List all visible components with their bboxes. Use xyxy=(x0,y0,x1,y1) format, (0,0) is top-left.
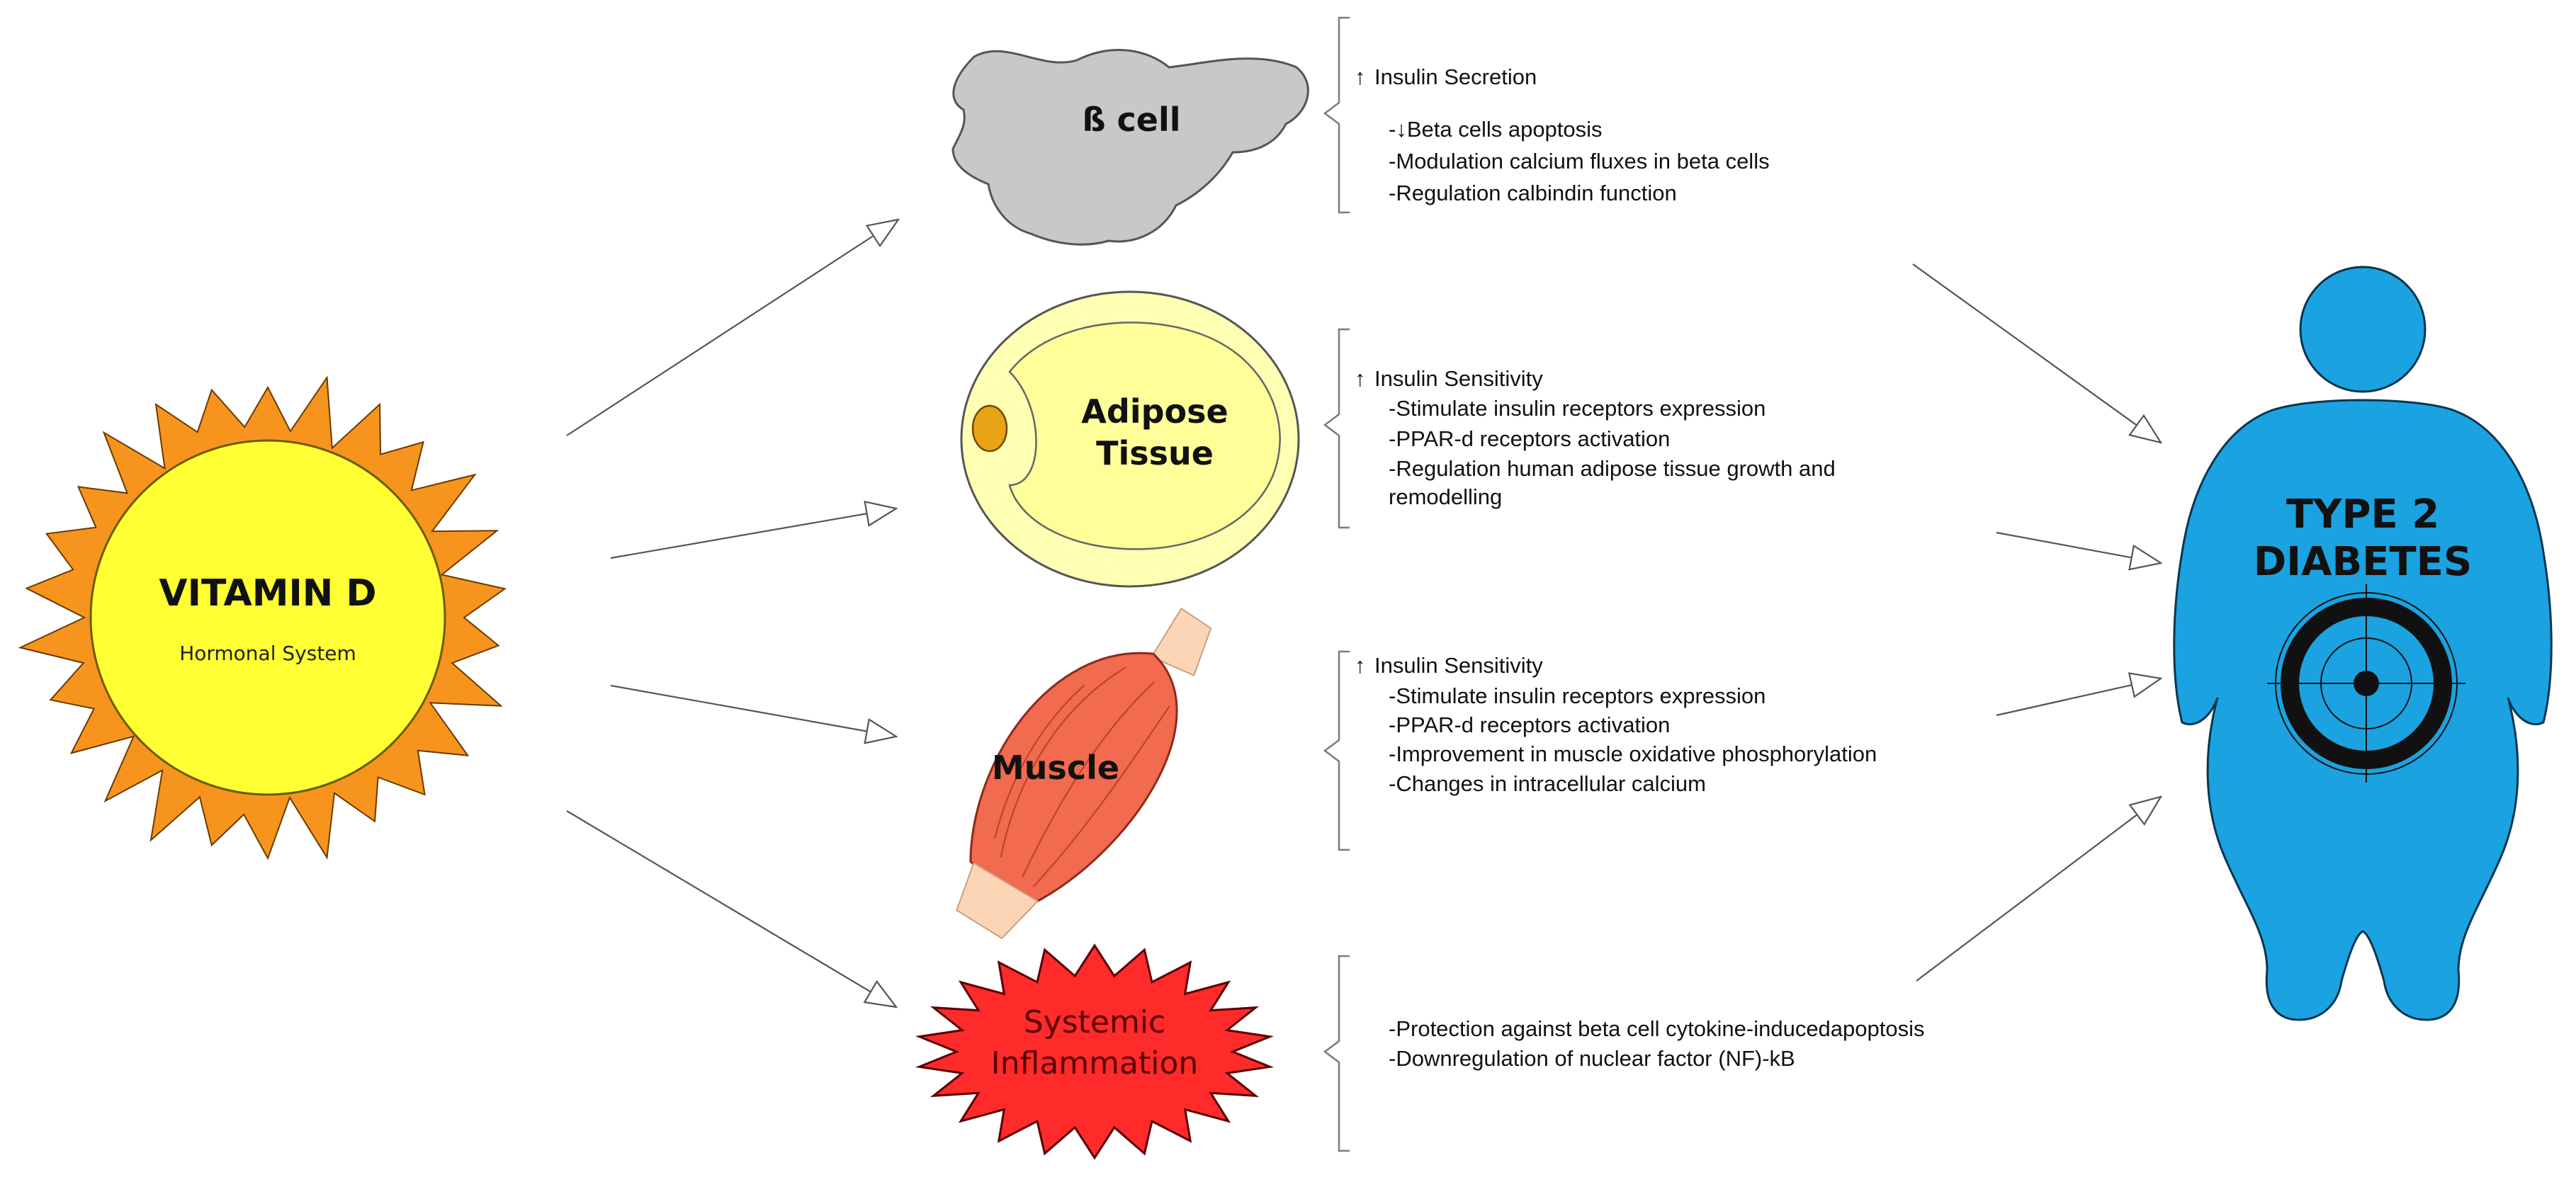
fat-cell-nucleus xyxy=(971,404,1008,453)
muscle-heading-arrow: ↑ xyxy=(1355,653,1366,678)
info-muscle: ↑ Insulin Sensitivity -Stimulate insulin… xyxy=(1355,653,1877,796)
arrow-muscle-to-diabetes xyxy=(1996,678,2161,717)
adipose-item-2: -PPAR-d receptors activation xyxy=(1389,426,1670,451)
sun-core xyxy=(89,439,446,796)
arrow-sun-to-muscle xyxy=(610,684,896,737)
bracket-muscle xyxy=(1323,650,1350,851)
target-arrows xyxy=(1912,263,2161,982)
beta-item-3: -Regulation calbindin function xyxy=(1389,181,1677,205)
arrow-inflammation-to-diabetes xyxy=(1916,797,2161,982)
systemic-inflammation: Systemic Inflammation xyxy=(915,943,1275,1160)
muscle-item-1: -Stimulate insulin receptors expression xyxy=(1389,683,1766,708)
beta-item-1: -↓Beta cells apoptosis xyxy=(1389,117,1603,142)
vitamin-d-title: VITAMIN D xyxy=(159,572,376,615)
bracket-beta xyxy=(1323,16,1350,214)
info-adipose: ↑ Insulin Sensitivity -Stimulate insulin… xyxy=(1355,366,1836,509)
body-head xyxy=(2299,266,2427,393)
inflammation-item-2: -Downregulation of nuclear factor (NF)-k… xyxy=(1389,1046,1795,1071)
bracket-inflammation xyxy=(1323,955,1350,1152)
adipose-tissue: Adipose Tissue xyxy=(960,290,1300,588)
arrow-sun-to-inflammation xyxy=(566,810,896,1007)
adipose-item-3: -Regulation human adipose tissue growth … xyxy=(1389,456,1836,481)
muscle-label: Muscle xyxy=(992,749,1119,787)
arrow-adipose-to-diabetes xyxy=(1996,531,2161,563)
cloud-cell-icon xyxy=(951,49,1309,246)
explosion-icon xyxy=(915,943,1275,1160)
adipose-label-line2: Tissue xyxy=(1096,434,1214,472)
info-brackets xyxy=(1323,16,1350,1152)
beta-cell: ß cell xyxy=(951,49,1309,246)
diabetes-label-line2: DIABETES xyxy=(2254,539,2472,585)
target-rings xyxy=(2267,584,2465,783)
inflammation-label-line1: Systemic xyxy=(1024,1004,1166,1040)
arrow-sun-to-beta-cell xyxy=(566,220,898,436)
source-arrows xyxy=(566,220,898,1007)
type-2-diabetes-figure: TYPE 2 DIABETES xyxy=(2173,266,2553,1021)
adipose-label-line1: Adipose xyxy=(1081,392,1228,431)
vitamin-d-sun: VITAMIN D Hormonal System xyxy=(18,375,507,860)
beta-heading-arrow: ↑ xyxy=(1355,64,1366,89)
inflammation-item-1: -Protection against beta cell cytokine-i… xyxy=(1389,1016,1925,1041)
adipose-heading: Insulin Sensitivity xyxy=(1374,366,1543,391)
beta-heading: Insulin Secretion xyxy=(1374,64,1537,89)
inflammation-label-line2: Inflammation xyxy=(991,1045,1199,1081)
tendon-top xyxy=(1150,607,1212,676)
muscle-item-2: -PPAR-d receptors activation xyxy=(1389,712,1670,737)
muscle-item-3: -Improvement in muscle oxidative phospho… xyxy=(1389,741,1877,766)
fat-cell-inner xyxy=(1008,322,1281,550)
adipose-item-1: -Stimulate insulin receptors expression xyxy=(1389,396,1766,421)
muscle: Muscle xyxy=(956,607,1212,940)
adipose-heading-arrow: ↑ xyxy=(1355,366,1366,391)
beta-cell-label: ß cell xyxy=(1082,101,1180,139)
diabetes-label-line1: TYPE 2 xyxy=(2286,491,2440,538)
bracket-adipose xyxy=(1323,328,1350,529)
vitamin-d-subtitle: Hormonal System xyxy=(179,642,356,665)
tendon-bottom xyxy=(956,862,1039,940)
beta-item-2: -Modulation calcium fluxes in beta cells xyxy=(1389,149,1770,174)
info-beta: ↑ Insulin Secretion -↓Beta cells apoptos… xyxy=(1355,64,1770,205)
muscle-heading: Insulin Sensitivity xyxy=(1374,653,1543,678)
arrow-beta-to-diabetes xyxy=(1912,263,2161,443)
info-inflammation: -Protection against beta cell cytokine-i… xyxy=(1389,1016,1925,1071)
adipose-item-4: remodelling xyxy=(1389,484,1502,509)
human-body-target-icon xyxy=(2173,399,2553,1021)
arrow-sun-to-adipose xyxy=(610,508,896,559)
target-bullseye xyxy=(2354,671,2379,696)
muscle-item-4: -Changes in intracellular calcium xyxy=(1389,771,1706,796)
